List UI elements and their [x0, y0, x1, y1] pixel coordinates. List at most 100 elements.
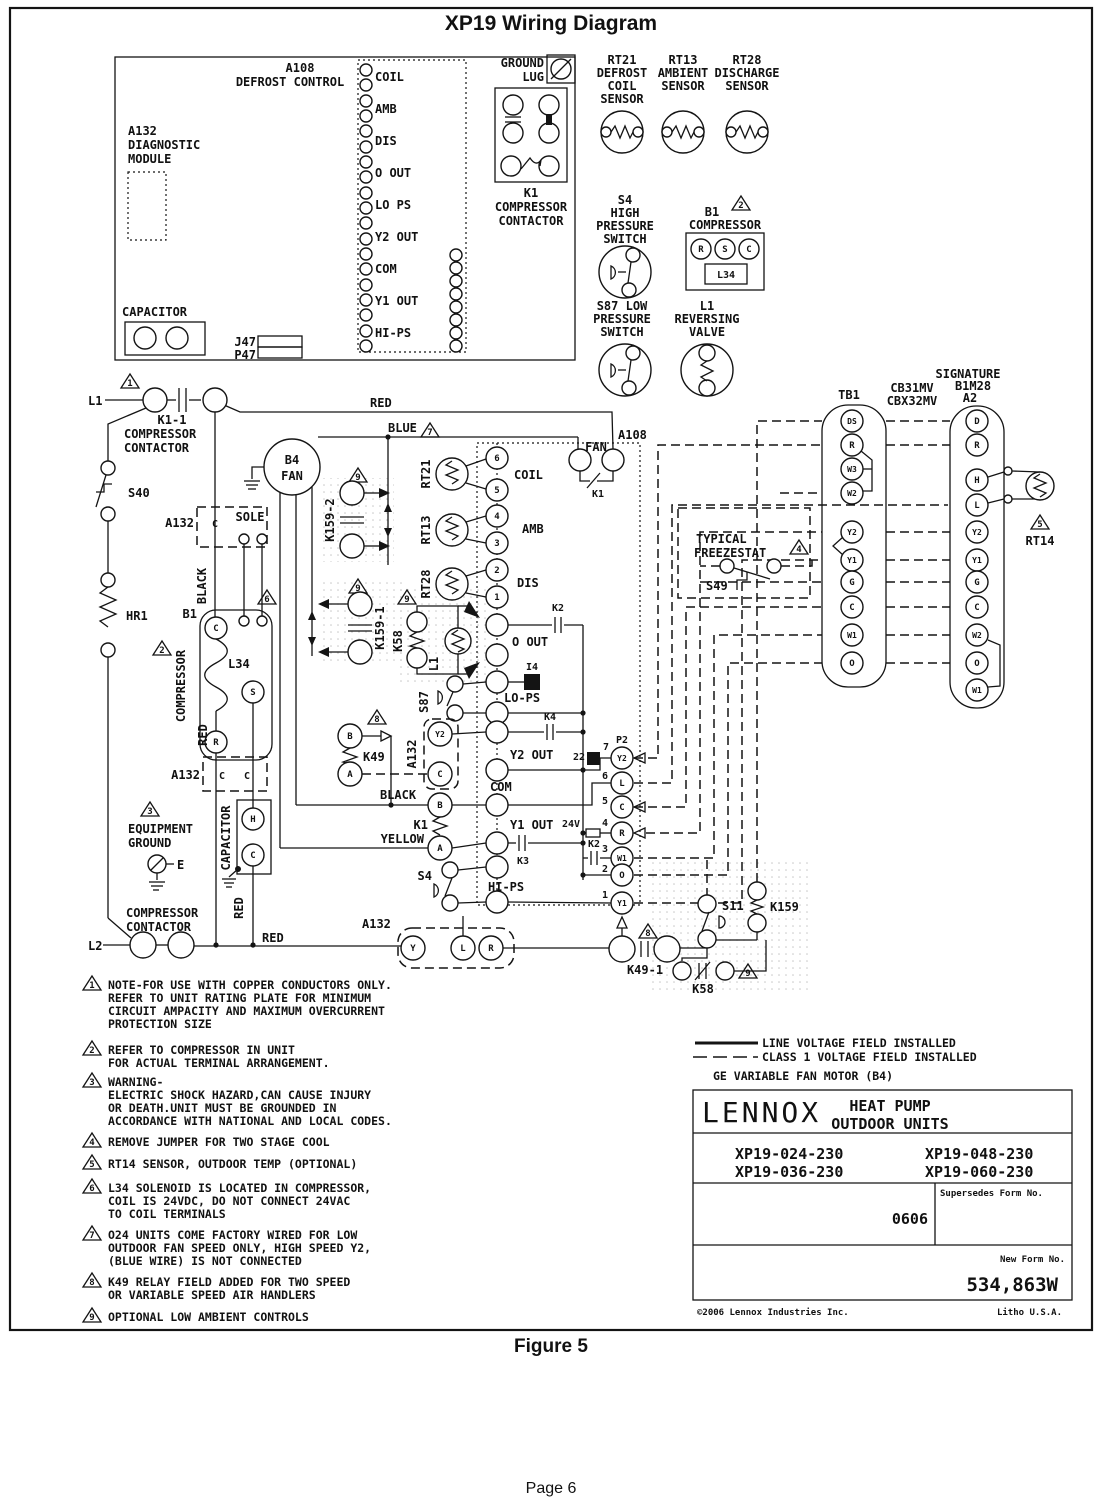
panel-capacitor: CAPACITOR — [122, 305, 206, 356]
k159-label: K159 — [770, 900, 799, 914]
new-form-label: New Form No. — [1000, 1255, 1065, 1265]
b1-t-s: S — [722, 245, 727, 255]
k1coil-a: A — [437, 844, 443, 854]
rt13-l2: SENSOR — [661, 79, 705, 93]
run-capacitor: CAPACITOR H C — [219, 799, 272, 888]
a2-strip: CB31MV CBX32MV SIGNATURE B1M28 A2 D R H … — [887, 367, 1005, 709]
legend-line-voltage: LINE VOLTAGE FIELD INSTALLED — [762, 1036, 956, 1050]
b1-id: B1 — [705, 205, 719, 219]
note-mark-8b: 8 — [645, 929, 650, 939]
k49-relay: 8 B A K49 — [337, 708, 393, 787]
cap-h: H — [250, 815, 255, 825]
class1-wires — [362, 420, 950, 904]
v24-label: 24V — [562, 819, 580, 830]
model-4: XP19-060-230 — [925, 1163, 1033, 1181]
rt28-onboard-label: RT28 — [419, 570, 433, 599]
board-n2: 2 — [494, 566, 499, 576]
l34-schem-label: L34 — [228, 657, 250, 671]
k49-1-label: K49-1 — [627, 963, 663, 977]
note-3-num: 3 — [89, 1078, 94, 1088]
figure-caption: Figure 5 — [514, 1336, 588, 1357]
p2-n2: 2 — [602, 864, 608, 875]
b1-s: S — [250, 688, 255, 698]
b1m28-label: B1M28 — [955, 379, 991, 393]
term-com: COM — [375, 262, 397, 276]
note-3-line-2: ELECTRIC SHOCK HAZARD,CAN CAUSE INJURY — [108, 1088, 371, 1102]
s4-high-pressure-switch: S4 HIGH PRESSURE SWITCH — [596, 193, 654, 299]
s40-label: S40 — [128, 486, 150, 500]
term-hi-ps: HI-PS — [375, 326, 411, 340]
s87-id: S87 LOW — [597, 299, 648, 313]
board-o-out: O OUT — [512, 635, 548, 649]
p2-n7: 7 — [603, 742, 609, 753]
equipment-ground: 3 EQUIPMENT GROUND E — [128, 800, 193, 891]
splice-22: 22 — [573, 752, 585, 763]
k58-coil-label: K58 — [391, 630, 405, 652]
k3-label: K3 — [517, 856, 529, 867]
fan-terminals: FAN K1 — [568, 440, 625, 500]
a2-w2: W2 — [972, 631, 982, 640]
board-hi-ps: HI-PS — [488, 880, 524, 894]
hr1-heater: HR1 — [98, 572, 148, 658]
board-n4: 4 — [494, 512, 500, 522]
freezestat-label: FREEZESTAT — [694, 546, 766, 560]
board-dis: DIS — [517, 576, 539, 590]
note-1-num: 1 — [89, 981, 94, 991]
l1-label: L1 — [88, 394, 102, 408]
a2-d: D — [974, 417, 980, 427]
cc-bottom-l1: COMPRESSOR — [126, 906, 199, 920]
notes-section: 1 NOTE-FOR USE WITH COPPER CONDUCTORS ON… — [81, 974, 392, 1324]
board-coil: COIL — [514, 468, 543, 482]
note-mark-2b-group: 2 — [151, 639, 173, 656]
note-mark-4: 4 — [796, 545, 802, 555]
note-5-num: 5 — [89, 1160, 94, 1170]
note-1-line-1: NOTE-FOR USE WITH COPPER CONDUCTORS ONLY… — [108, 978, 392, 992]
legend: LINE VOLTAGE FIELD INSTALLED CLASS 1 VOL… — [693, 1036, 977, 1083]
note-2-line-1: REFER TO COMPRESSOR IN UNIT — [108, 1043, 295, 1057]
b1-compressor-schematic: B1 COMPRESSOR C R S L34 — [174, 607, 273, 761]
note-2: 2 REFER TO COMPRESSOR IN UNIT FOR ACTUAL… — [81, 1039, 330, 1070]
a132-y2c-plug: A132 Y2 C — [405, 718, 487, 790]
rt13-id: RT13 — [669, 53, 698, 67]
black-row-label: BLACK — [380, 788, 417, 802]
supersedes-value: 0606 — [892, 1210, 928, 1228]
b1-t-c: C — [746, 245, 751, 255]
yellow-label: YELLOW — [381, 832, 425, 846]
rt21-l2: COIL — [608, 79, 637, 93]
rt21-l1: DEFROST — [597, 66, 648, 80]
k1-1-contactor-label: CONTACTOR — [124, 441, 190, 455]
a132-cc-label: A132 — [171, 768, 200, 782]
fan-k1-label: K1 — [592, 489, 604, 500]
hr1-label: HR1 — [126, 609, 148, 623]
sensor-rt13: RT13 AMBIENT SENSOR — [658, 53, 708, 154]
b1-r: R — [213, 738, 219, 748]
a132-ylr-plug: A132 Y L R — [362, 917, 515, 969]
note-7-line-1: O24 UNITS COME FACTORY WIRED FOR LOW — [108, 1228, 357, 1242]
page-frame: XP19 Wiring Diagram — [8, 6, 1094, 1332]
ylr-r: R — [488, 944, 494, 954]
rt21-onboard-label: RT21 — [419, 460, 433, 489]
module-label: MODULE — [128, 152, 171, 166]
note-9-num: 9 — [89, 1313, 94, 1323]
tb1-o: O — [849, 659, 855, 669]
e-label: E — [177, 858, 184, 872]
k159-coil: K159 — [747, 881, 799, 933]
sole-c: C — [212, 519, 218, 530]
note-4-num: 4 — [89, 1138, 95, 1148]
note-2-num: 2 — [89, 1046, 94, 1056]
term-dis: DIS — [375, 134, 397, 148]
note-mark-7: 7 — [427, 428, 432, 438]
k1coil-b: B — [437, 801, 443, 811]
typical-label: TYPICAL — [696, 532, 747, 546]
heat-pump-label: HEAT PUMP — [849, 1097, 930, 1115]
s49-label: S49 — [706, 579, 728, 593]
s87-l1: PRESSURE — [593, 312, 651, 326]
outdoor-units-label: OUTDOOR UNITS — [831, 1115, 948, 1133]
a132-sole-plug: A132 C SOLE — [165, 506, 268, 548]
note-6-num: 6 — [89, 1184, 94, 1194]
j47-label: J47 — [234, 335, 256, 349]
rt21-id: RT21 — [608, 53, 637, 67]
a108-label: A108 — [286, 61, 315, 75]
k1coil-label: K1 — [414, 818, 428, 832]
